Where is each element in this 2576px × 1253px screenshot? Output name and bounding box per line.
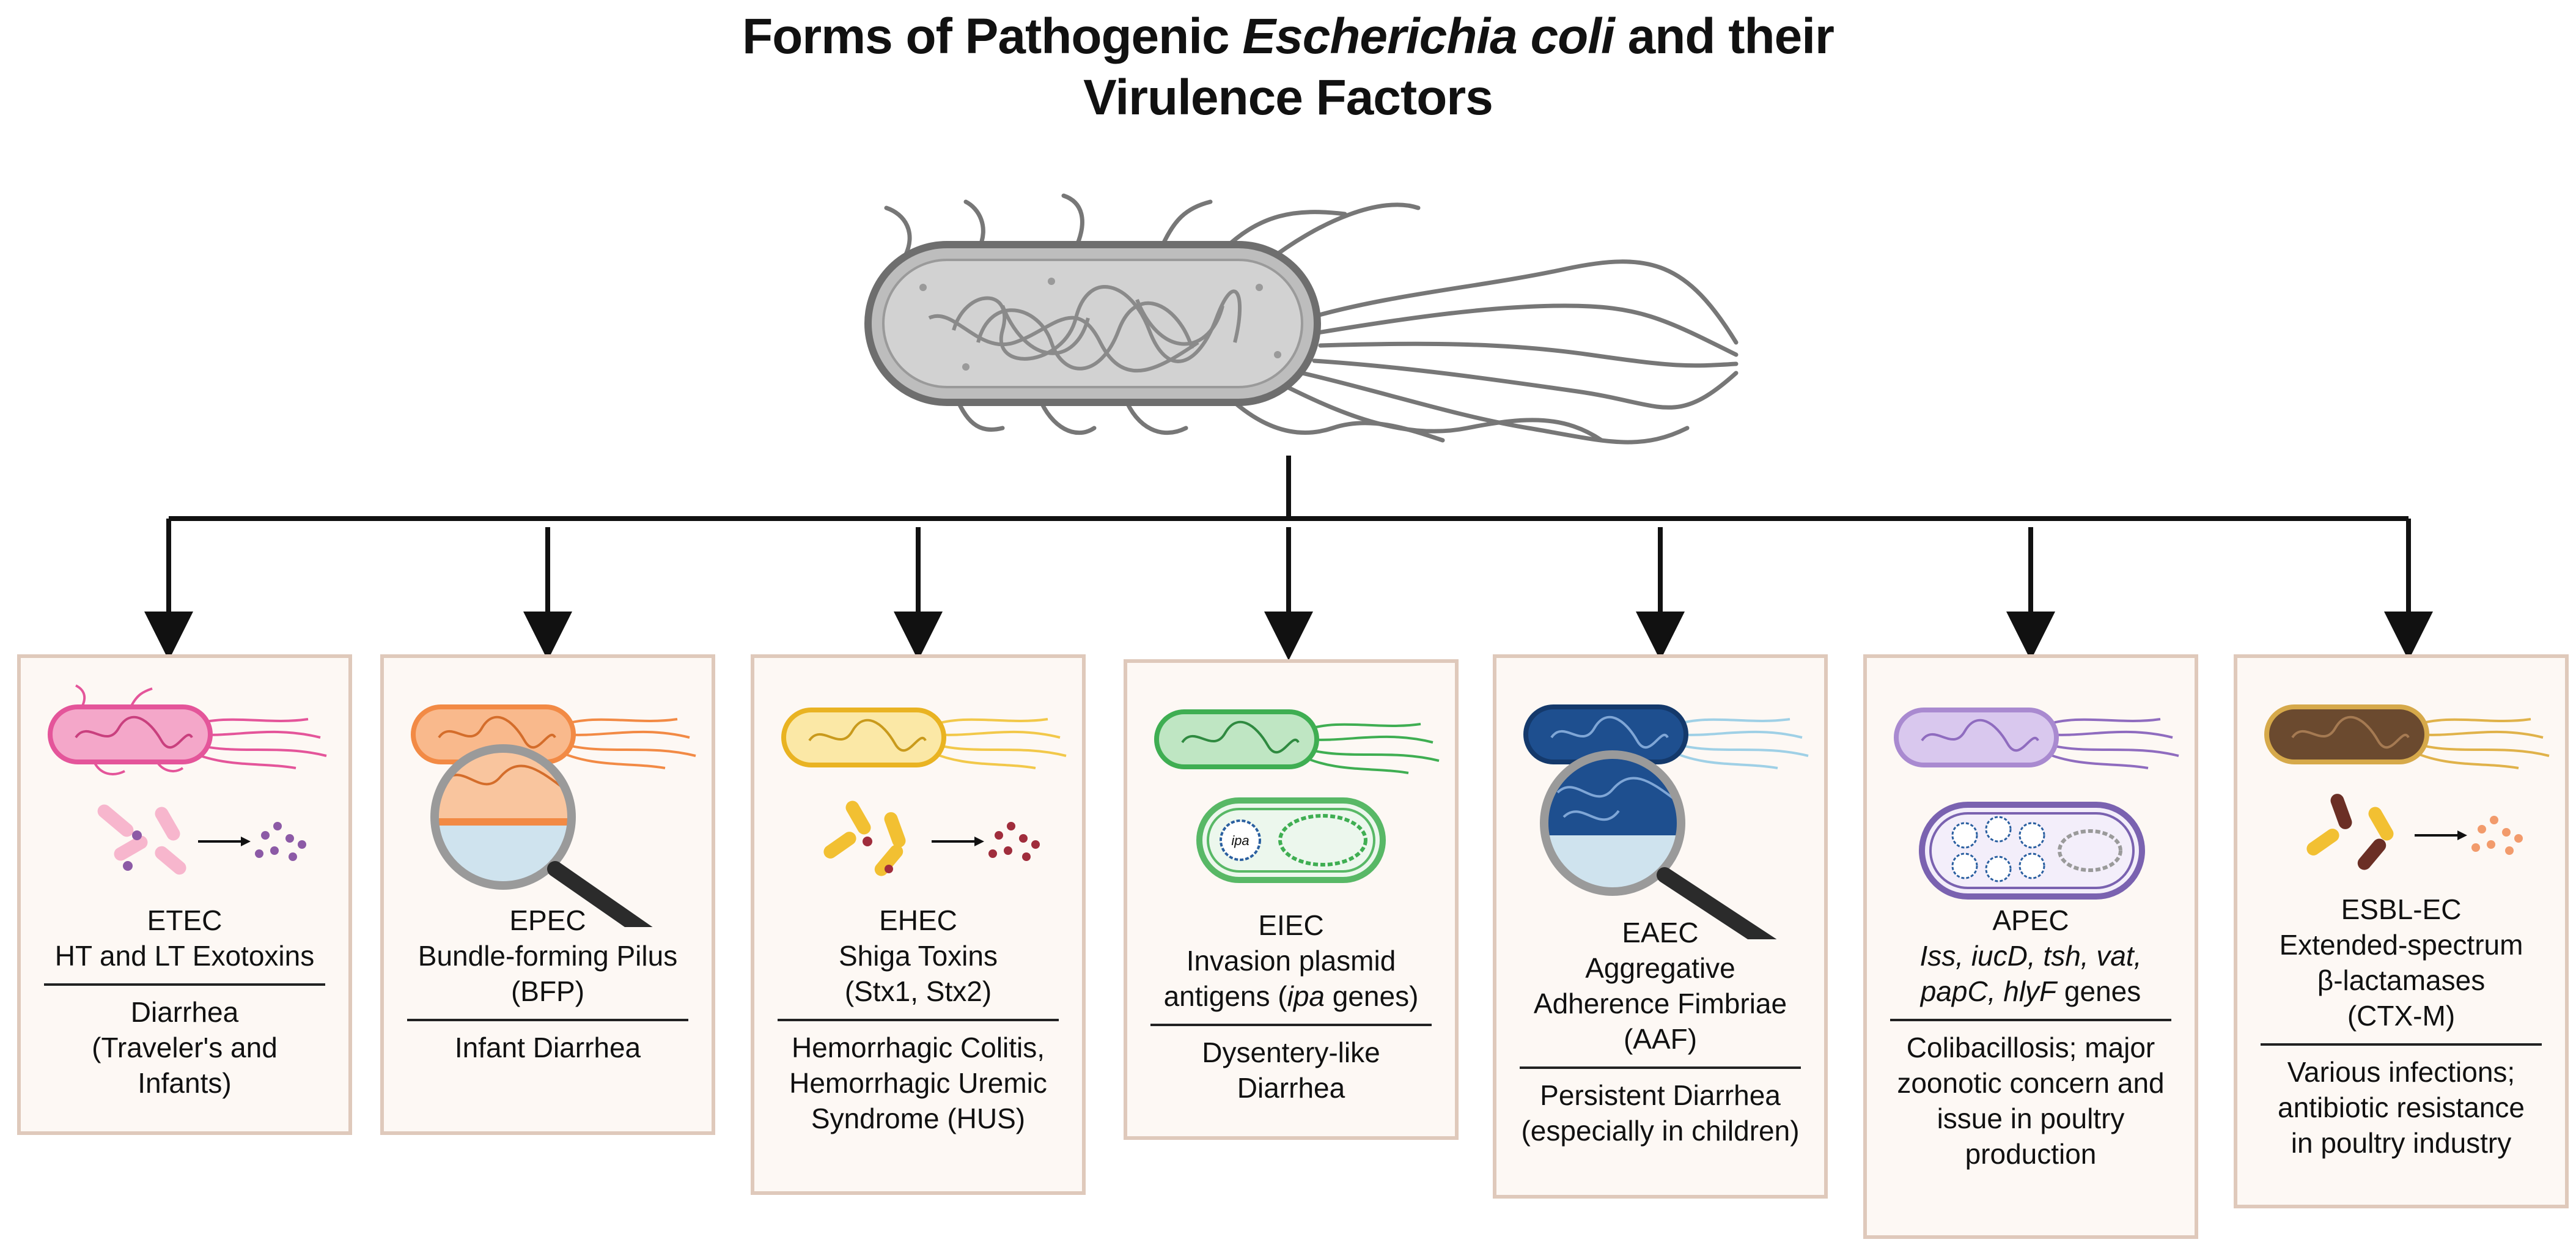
magnifier-icon xyxy=(1540,750,1777,939)
apec-divider xyxy=(1890,1019,2171,1021)
title-line-1: Forms of Pathogenic Escherichia coli and… xyxy=(550,6,2026,67)
title-text: Forms of Pathogenic xyxy=(742,9,1243,64)
title-text-end: and their xyxy=(1614,9,1834,64)
ehec-text: EHEC Shiga Toxins (Stx1, Stx2) Hemorrhag… xyxy=(754,903,1082,1136)
card-eaec: EAEC Aggregative Adherence Fimbriae (AAF… xyxy=(1493,654,1828,1199)
ehec-illustration xyxy=(781,708,1067,876)
plasmid-cell-icon: ipa xyxy=(1196,797,1386,883)
ehec-factor-1: Shiga Toxins xyxy=(839,940,998,972)
etec-name: ETEC xyxy=(147,904,223,936)
epec-factor-1: Bundle-forming Pilus xyxy=(418,940,678,972)
card-eiec: ipa EIEC Invasion plasmid antigens (ipa … xyxy=(1124,659,1459,1140)
eiec-illustration: ipa xyxy=(1154,709,1440,883)
apec-disease-4: production xyxy=(1965,1138,2097,1170)
eaec-factor-2: Adherence Fimbriae xyxy=(1533,988,1787,1019)
epec-text: EPEC Bundle-forming Pilus (BFP) Infant D… xyxy=(384,903,712,1065)
eaec-bacterium-icon xyxy=(1523,704,1809,769)
esbl-name: ESBL-EC xyxy=(2341,893,2462,925)
esbl-enzyme-icon xyxy=(2306,794,2523,870)
esbl-disease-1: Various infections; xyxy=(2287,1056,2515,1088)
apec-factor-2-genes: papC, hlyF xyxy=(1920,975,2057,1007)
epec-disease-1: Infant Diarrhea xyxy=(454,1032,641,1063)
apec-factor-2-end: genes xyxy=(2056,975,2141,1007)
etec-bacterium-icon xyxy=(48,684,327,775)
eiec-divider xyxy=(1150,1024,1432,1026)
epec-bacterium-icon xyxy=(411,704,696,769)
apec-factor-1: Iss, iucD, tsh, vat, xyxy=(1919,940,2142,972)
apec-illustration xyxy=(1894,708,2179,900)
ehec-divider xyxy=(778,1019,1059,1021)
esbl-divider xyxy=(2261,1043,2542,1046)
etec-text: ETEC HT and LT Exotoxins Diarrhea (Trave… xyxy=(21,903,348,1101)
esbl-bacterium-icon xyxy=(2264,704,2550,769)
esbl-disease-2: antibiotic resistance xyxy=(2278,1092,2525,1123)
etec-factor: HT and LT Exotoxins xyxy=(54,940,315,972)
title-italic-species: Escherichia coli xyxy=(1242,9,1614,64)
ehec-disease-1: Hemorrhagic Colitis, xyxy=(791,1032,1045,1063)
eiec-plasmid-label: ipa xyxy=(1231,833,1249,848)
eaec-disease-1: Persistent Diarrhea xyxy=(1540,1079,1781,1111)
plasmid-cell-icon xyxy=(1919,802,2145,900)
card-epec: EPEC Bundle-forming Pilus (BFP) Infant D… xyxy=(380,654,715,1135)
main-bacterium-icon xyxy=(864,193,1739,445)
eaec-illustration xyxy=(1523,704,1809,939)
esbl-factor-2: β-lactamases xyxy=(2317,964,2486,996)
etec-disease-1: Diarrhea xyxy=(130,996,239,1028)
etec-illustration xyxy=(48,684,327,875)
connector-lines xyxy=(144,456,2433,660)
esbl-factor-3: (CTX-M) xyxy=(2347,1000,2456,1032)
etec-toxin-icon xyxy=(97,804,306,875)
eaec-name: EAEC xyxy=(1622,917,1699,948)
eaec-disease-2: (especially in children) xyxy=(1521,1115,1800,1147)
apec-text: APEC Iss, iucD, tsh, vat, papC, hlyF gen… xyxy=(1867,903,2195,1172)
eiec-factor-2: antigens (ipa genes) xyxy=(1127,978,1455,1014)
apec-factor-2: papC, hlyF genes xyxy=(1867,974,2195,1009)
apec-disease-1: Colibacillosis; major xyxy=(1906,1032,2155,1063)
magnifier-icon xyxy=(430,744,653,927)
apec-name: APEC xyxy=(1992,904,2069,936)
eiec-disease-1: Dysentery-like xyxy=(1202,1037,1380,1068)
etec-disease-3: Infants) xyxy=(138,1067,232,1099)
eiec-bacterium-icon xyxy=(1154,709,1440,774)
eiec-text: EIEC Invasion plasmid antigens (ipa gene… xyxy=(1127,907,1455,1106)
eiec-disease-2: Diarrhea xyxy=(1237,1072,1345,1104)
etec-disease-2: (Traveler's and xyxy=(92,1032,278,1063)
eiec-factor-2-end: genes) xyxy=(1324,980,1419,1012)
eiec-factor-1: Invasion plasmid xyxy=(1186,945,1396,977)
ehec-name: EHEC xyxy=(879,904,957,936)
card-esbl-ec: ESBL-EC Extended-spectrum β-lactamases (… xyxy=(2234,654,2569,1208)
ehec-bacterium-icon xyxy=(781,708,1067,769)
title-line-2: Virulence Factors xyxy=(1083,70,1493,125)
eiec-factor-2-start: antigens ( xyxy=(1163,980,1287,1012)
eaec-divider xyxy=(1520,1066,1801,1069)
apec-disease-2: zoonotic concern and xyxy=(1897,1067,2165,1099)
etec-divider xyxy=(44,983,325,986)
ehec-toxin-icon xyxy=(823,800,1040,876)
epec-name: EPEC xyxy=(509,904,586,936)
apec-bacterium-icon xyxy=(1894,708,2179,769)
card-ehec: EHEC Shiga Toxins (Stx1, Stx2) Hemorrhag… xyxy=(751,654,1086,1195)
esbl-text: ESBL-EC Extended-spectrum β-lactamases (… xyxy=(2237,892,2565,1161)
ehec-disease-3: Syndrome (HUS) xyxy=(811,1103,1026,1134)
eiec-name: EIEC xyxy=(1258,909,1324,941)
epec-illustration xyxy=(411,704,696,927)
esbl-illustration xyxy=(2264,704,2550,870)
diagram-title: Forms of Pathogenic Escherichia coli and… xyxy=(550,6,2026,128)
eaec-factor-3: (AAF) xyxy=(1623,1023,1698,1055)
esbl-disease-3: in poultry industry xyxy=(2291,1127,2512,1159)
esbl-factor-1: Extended-spectrum xyxy=(2279,929,2523,961)
ehec-factor-2: (Stx1, Stx2) xyxy=(844,975,992,1007)
eaec-factor-1: Aggregative xyxy=(1585,952,1735,984)
eaec-text: EAEC Aggregative Adherence Fimbriae (AAF… xyxy=(1496,915,1824,1148)
epec-divider xyxy=(407,1019,688,1021)
card-etec: ETEC HT and LT Exotoxins Diarrhea (Trave… xyxy=(17,654,352,1135)
eiec-factor-2-gene: ipa xyxy=(1287,980,1325,1012)
epec-factor-2: (BFP) xyxy=(510,975,585,1007)
ehec-disease-2: Hemorrhagic Uremic xyxy=(789,1067,1047,1099)
apec-disease-3: issue in poultry xyxy=(1937,1103,2125,1134)
card-apec: APEC Iss, iucD, tsh, vat, papC, hlyF gen… xyxy=(1863,654,2198,1239)
